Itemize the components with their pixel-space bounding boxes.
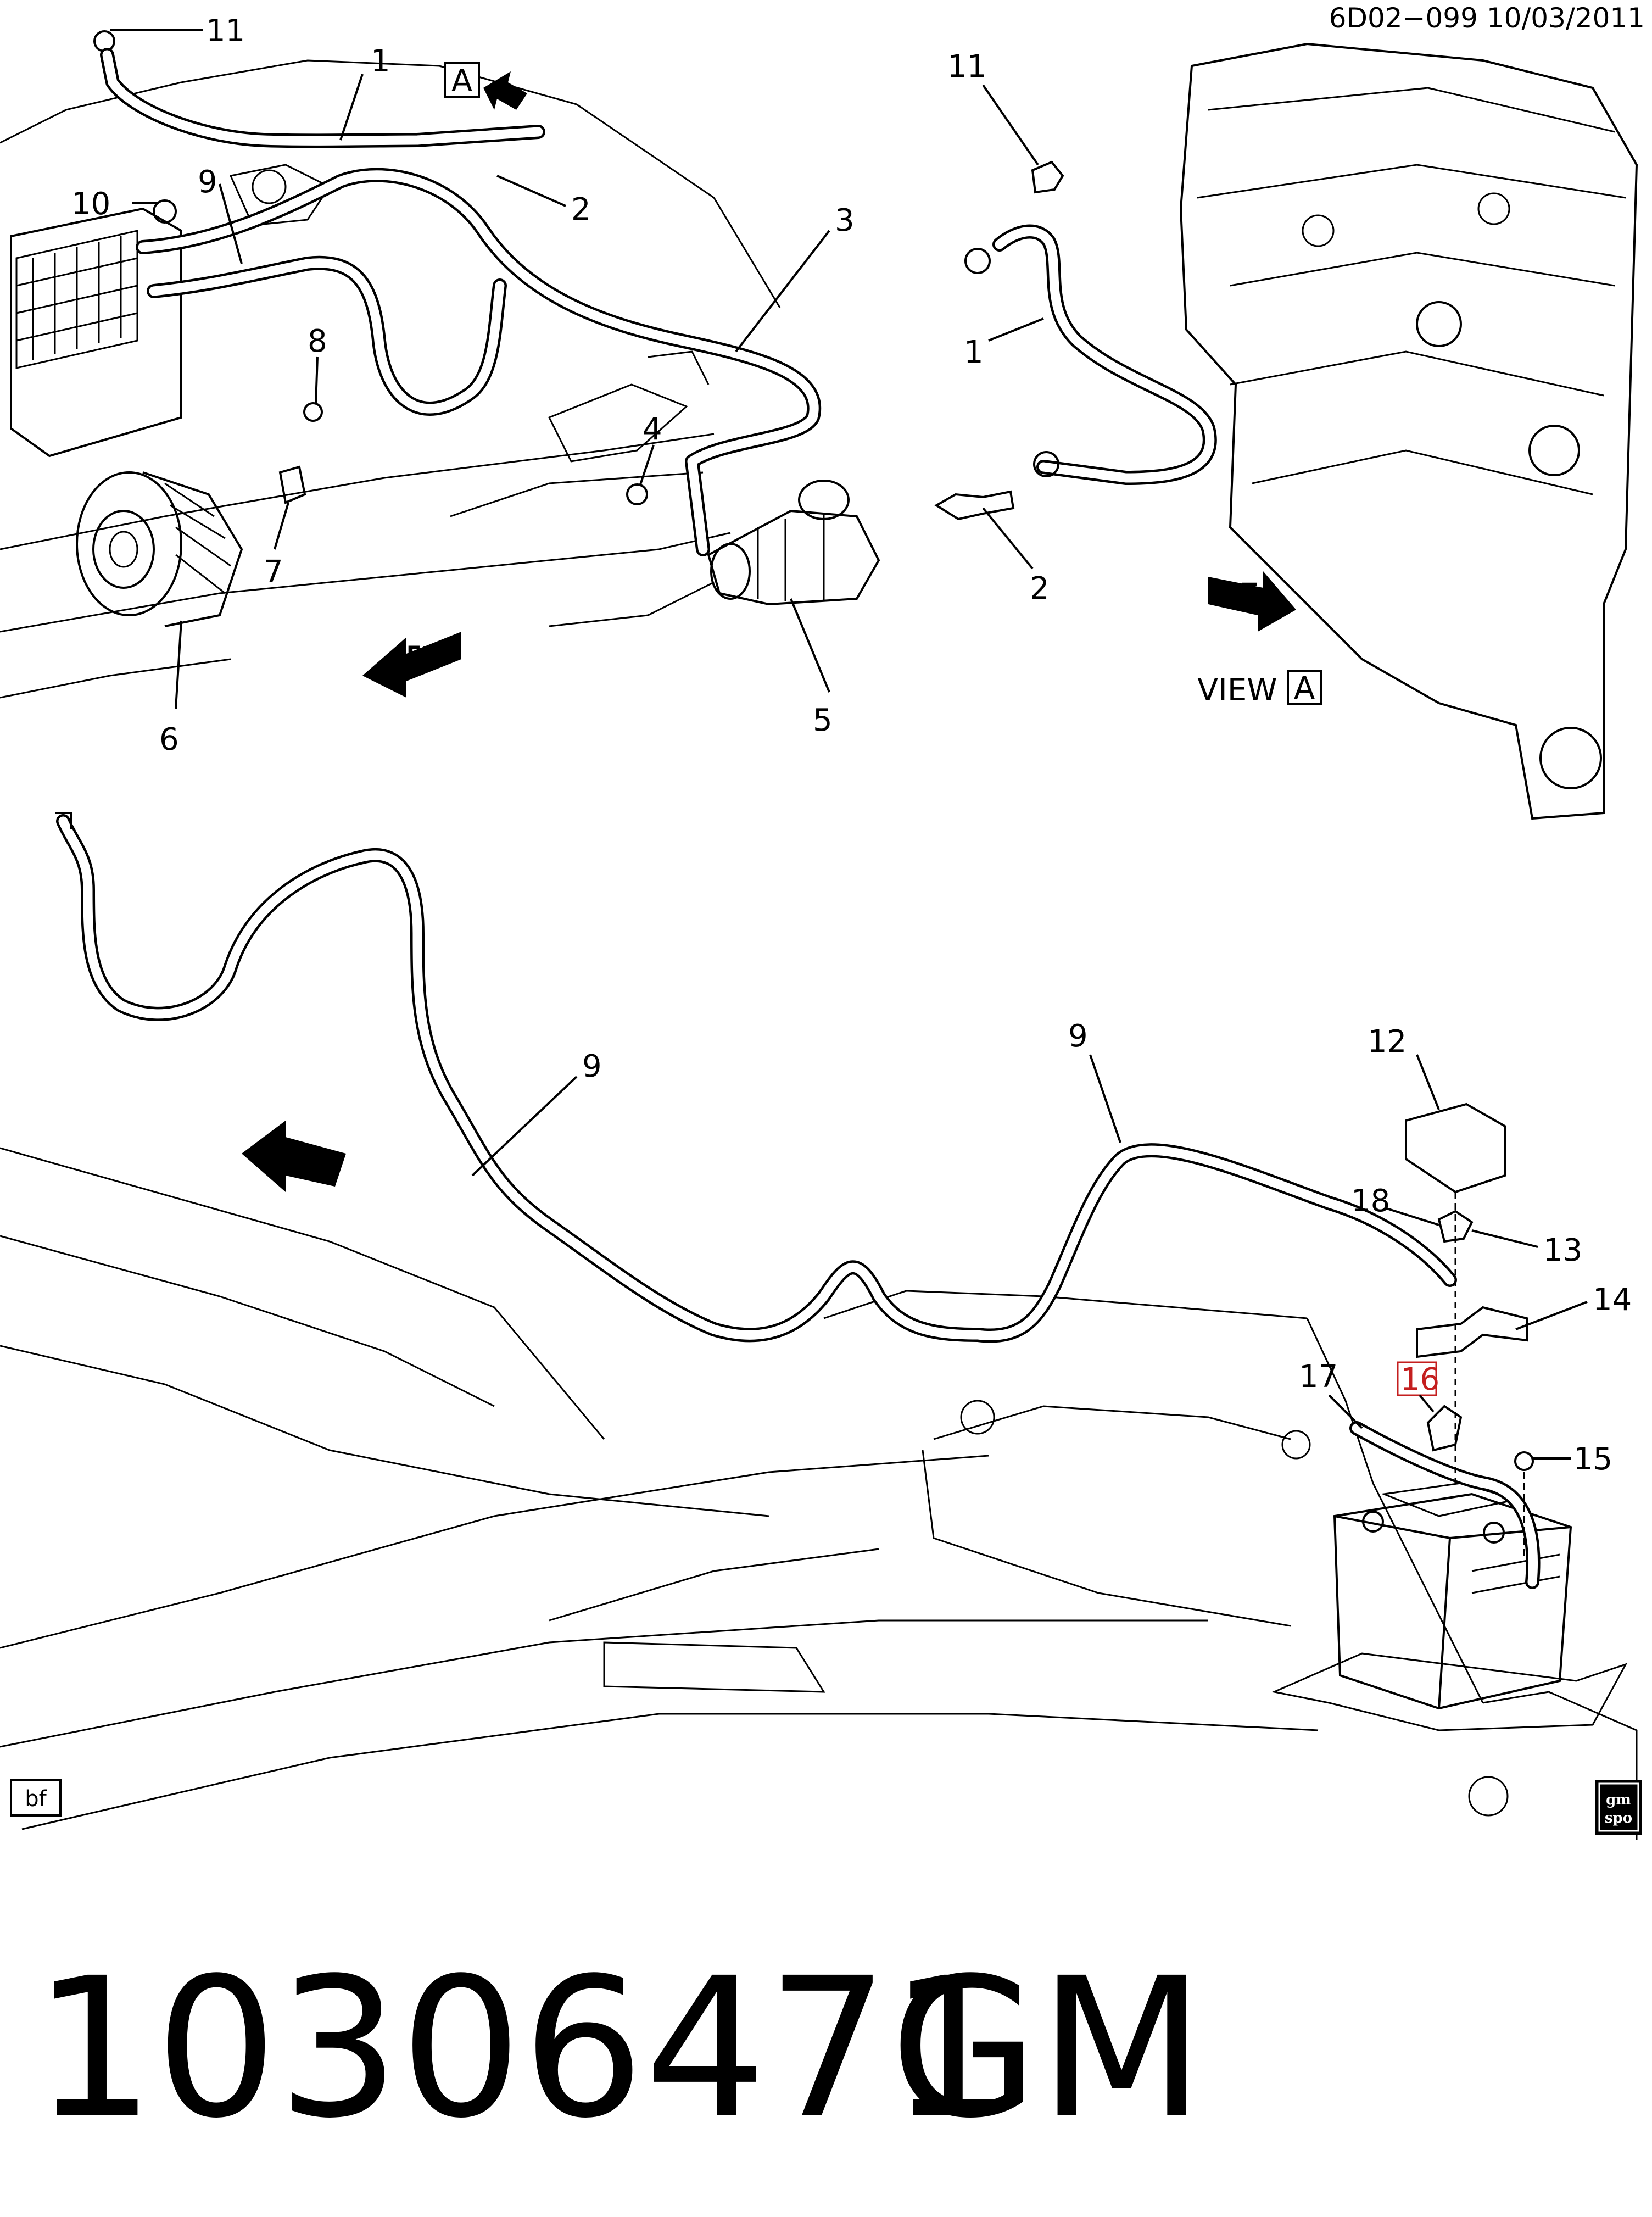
- corner-label: bf: [25, 1786, 47, 1812]
- callout-8: 8: [308, 324, 327, 359]
- nut-18: [1437, 1210, 1474, 1243]
- callouts-bottom: 9 9 12 18 13 14 17 16 15: [471, 1018, 1632, 1477]
- view-label: VIEW: [1197, 672, 1277, 708]
- document-reference: 6D02−099 10/03/2011: [1329, 2, 1645, 34]
- callout-1-view-a: 1: [964, 335, 984, 370]
- callout-5: 5: [813, 703, 833, 738]
- view-label-box: A: [1294, 671, 1315, 706]
- front-direction-arrow-bottom: FRT: [242, 1121, 346, 1192]
- bolt-15: [1514, 1451, 1534, 1471]
- callout-11: 11: [206, 13, 245, 49]
- nut-8: [303, 402, 323, 422]
- callout-9-left: 9: [582, 1049, 602, 1084]
- callout-14: 14: [1593, 1282, 1632, 1318]
- starter-motor: [707, 480, 880, 606]
- callout-15: 15: [1573, 1441, 1612, 1477]
- callouts-top-left: 11 1 2 3 10 9 8 4 7 6 5: [71, 13, 855, 757]
- callout-1: 1: [371, 43, 390, 79]
- bolt-2-view-a: [934, 490, 1015, 521]
- callout-13: 13: [1543, 1233, 1582, 1268]
- nut-4: [626, 483, 648, 505]
- callout-6: 6: [159, 722, 179, 757]
- callout-12: 12: [1368, 1024, 1407, 1060]
- view-a-letter: A: [451, 63, 472, 99]
- callout-7: 7: [264, 554, 283, 590]
- underbody-scene: FRT: [0, 812, 1638, 1840]
- fuse-box: [10, 207, 182, 458]
- bolt-11: [93, 30, 115, 52]
- brand-label: GM: [890, 1936, 1204, 2160]
- callout-9-right: 9: [1068, 1018, 1088, 1054]
- callout-4: 4: [643, 411, 662, 447]
- part-number: 10306471: [33, 1936, 1011, 2160]
- front-direction-arrow: FRT: [362, 632, 461, 698]
- bolt-10: [153, 199, 177, 224]
- callout-2-view-a: 2: [1030, 571, 1050, 606]
- fuse-link: [278, 465, 306, 504]
- frt-label: FRT: [406, 642, 453, 667]
- callout-16-highlighted: 16: [1400, 1362, 1439, 1397]
- callout-18: 18: [1351, 1183, 1390, 1219]
- battery: [1333, 1482, 1572, 1710]
- callout-10: 10: [71, 186, 110, 222]
- frt-label-bottom: FRT: [280, 1150, 326, 1176]
- gm-spo-logo: gm spo: [1595, 1780, 1642, 1835]
- callout-3: 3: [835, 203, 855, 238]
- bracket-14: [1416, 1306, 1528, 1358]
- callout-17: 17: [1299, 1359, 1338, 1395]
- callout-9-top: 9: [198, 164, 217, 200]
- bolt-11-view-a: [1031, 160, 1064, 194]
- logo-line2: spo: [1605, 1810, 1632, 1826]
- battery-cover: [1405, 1102, 1506, 1194]
- callout-2: 2: [571, 192, 591, 227]
- callouts-top-right: 11 1 2 VIEW A: [947, 49, 1322, 708]
- callout-11-view-a: 11: [947, 49, 986, 85]
- corner-label-box: [10, 1779, 62, 1817]
- generator: [76, 471, 243, 627]
- front-direction-arrow-view-a: FRT: [1208, 571, 1296, 632]
- logo-line1: gm: [1606, 1792, 1631, 1808]
- terminal-16: [1426, 1405, 1463, 1452]
- view-a-scene: FRT: [934, 42, 1638, 820]
- frt-label-view-a: FRT: [1211, 579, 1257, 604]
- view-a-marker: A: [444, 62, 527, 110]
- engine-bay-scene: FRT A: [0, 30, 880, 699]
